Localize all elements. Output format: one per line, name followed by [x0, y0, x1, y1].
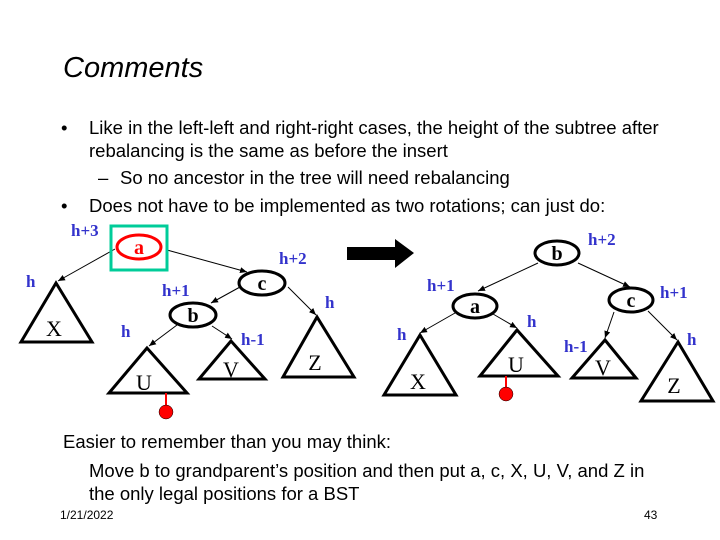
highlight-box	[109, 224, 169, 272]
height-a: h+3	[71, 221, 99, 240]
slide-title: Comments	[63, 52, 204, 84]
height-b: h+1	[162, 281, 190, 300]
subtree-u	[105, 345, 191, 395]
subtree-z-after	[638, 339, 716, 403]
slide-number: 43	[644, 508, 658, 522]
height-x: h	[26, 272, 36, 291]
arrow-right-icon	[347, 239, 414, 268]
remember-detail: Move b to grandparent’s position and the…	[89, 460, 645, 504]
bullet-1: • Like in the left-left and right-right …	[61, 116, 689, 162]
subtree-x	[18, 280, 95, 344]
height-x-after: h	[397, 325, 407, 344]
height-c-after: h+1	[660, 283, 688, 302]
subtree-x-label: X	[46, 316, 62, 341]
subtree-x-after-label: X	[410, 369, 426, 394]
height-v: h-1	[241, 330, 265, 349]
bullet-mark: •	[61, 117, 68, 138]
node-b-label: b	[187, 305, 198, 327]
subtree-z-after-label: Z	[667, 373, 680, 398]
node-c	[237, 269, 287, 297]
subtree-x-after	[381, 332, 459, 397]
slide-date: 1/21/2022	[60, 508, 114, 522]
height-u: h	[121, 322, 131, 341]
subtree-v-after-label: V	[595, 355, 611, 380]
bullet-text: Like in the left-left and right-right ca…	[89, 117, 659, 161]
node-b-after-label: b	[551, 243, 562, 265]
bullet-mark: •	[61, 195, 68, 216]
inserted-node-after	[498, 386, 514, 402]
height-a-after: h+1	[427, 276, 455, 295]
remember-text: Easier to remember than you may think:	[63, 431, 392, 452]
node-a-after	[451, 292, 499, 320]
edges-after	[419, 262, 678, 341]
node-a-unbalanced	[115, 233, 163, 261]
node-c-label: c	[258, 273, 267, 295]
node-b	[168, 301, 218, 329]
sub-bullet-text: So no ancestor in the tree will need reb…	[120, 167, 510, 188]
bullet-text: Does not have to be implemented as two r…	[89, 195, 606, 216]
edges-before	[57, 248, 317, 347]
node-c-after	[607, 286, 655, 314]
subtree-u-after	[476, 327, 562, 378]
bullet-2: • Does not have to be implemented as two…	[61, 194, 606, 217]
dash-mark: –	[98, 167, 109, 188]
height-c: h+2	[279, 249, 307, 268]
node-b-after	[533, 239, 581, 267]
node-a-label: a	[134, 237, 144, 259]
subtree-v	[195, 338, 269, 381]
inserted-node	[158, 404, 174, 420]
subtree-z-label: Z	[308, 350, 321, 375]
sub-bullet-1: – So no ancestor in the tree will need r…	[98, 166, 510, 189]
subtree-v-label: V	[223, 357, 239, 382]
node-c-after-label: c	[627, 290, 636, 312]
subtree-z	[280, 314, 357, 379]
subtree-u-after-label: U	[508, 352, 524, 377]
height-z: h	[325, 293, 335, 312]
height-u-after: h	[527, 312, 537, 331]
height-b-after: h+2	[588, 230, 616, 249]
node-a-after-label: a	[470, 296, 480, 318]
subtree-v-after	[568, 337, 640, 380]
height-v-after: h-1	[564, 337, 588, 356]
subtree-u-label: U	[136, 370, 152, 395]
height-z-after: h	[687, 330, 697, 349]
